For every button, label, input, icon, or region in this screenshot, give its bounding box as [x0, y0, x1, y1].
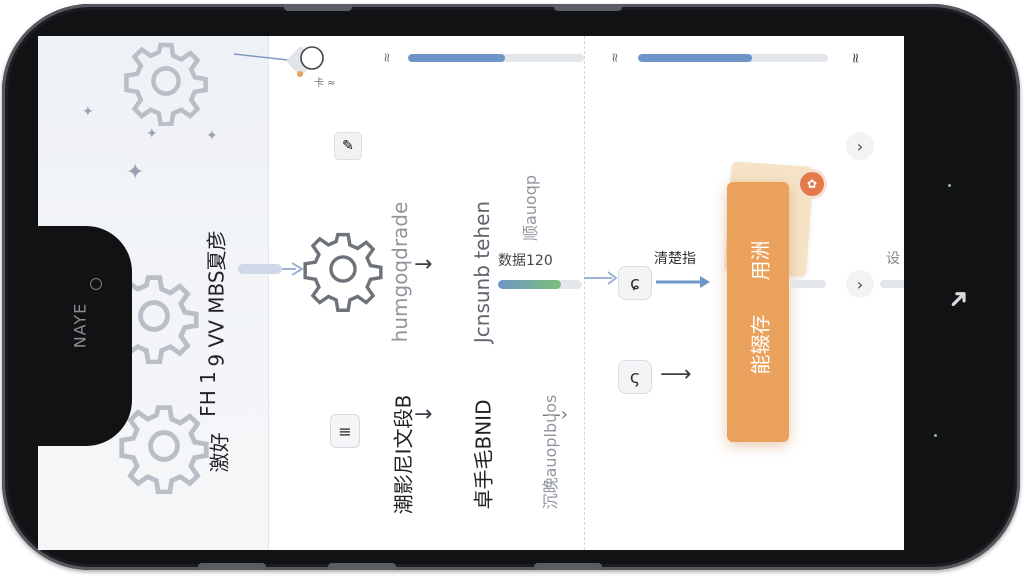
mid-progress: [498, 280, 582, 289]
phone-frame: ✦ ✦ ✦ ✦ 9 VV MBS夏彦 FH 1 激好 NAYE: [2, 4, 1020, 570]
col-b-data-label: 数据120: [498, 253, 553, 269]
col-d-top-label: 清楚指: [654, 251, 696, 267]
power-button-top: [554, 4, 622, 11]
flow-arrow: [656, 276, 710, 288]
flow-arrow: [233, 53, 289, 61]
top-progress-2: [638, 54, 828, 62]
badge-icon: ✿: [800, 172, 824, 196]
side-button-bottom-1: [198, 563, 266, 570]
sensor-dot: [948, 184, 951, 187]
sparkle-icon: ✦: [126, 160, 145, 185]
phone-screen: ✦ ✦ ✦ ✦ 9 VV MBS夏彦 FH 1 激好 NAYE: [38, 36, 904, 550]
node-caption: 卡 ≈: [314, 78, 336, 89]
col-c-title: 顺auoqp: [521, 174, 540, 242]
tag-icon[interactable]: ✎: [334, 132, 362, 160]
column-divider: [584, 36, 585, 550]
arrow-right-icon: →: [414, 252, 433, 277]
flow-arrow: [584, 271, 618, 285]
sparkle-icon: ✦: [146, 126, 158, 142]
gear-icon: [124, 42, 208, 126]
arrow-right-icon: ⟶: [660, 362, 692, 387]
flow-arrow: [238, 262, 304, 276]
gear-icon: [119, 405, 209, 494]
dashed-arrow-icon: - -›: [542, 404, 568, 425]
col-b-bottom-label: 卓手毛BNID: [471, 399, 496, 510]
top-mark-1: ≈: [379, 52, 395, 63]
left-label-1: 9 VV MBS夏彦: [204, 230, 229, 367]
left-label-3: 激好: [207, 432, 232, 473]
camera-icon: [90, 278, 102, 290]
camera-notch: [38, 226, 132, 446]
volume-button-top: [284, 4, 352, 11]
col-b-title: Jcnsunb tehen: [470, 200, 494, 344]
left-label-2: FH 1: [196, 371, 220, 417]
right-edge-label: 设: [886, 251, 900, 267]
chevron-right-icon[interactable]: ›: [846, 270, 874, 298]
top-mark-3: ≈: [847, 52, 864, 64]
node-icon: [286, 46, 324, 77]
right-progress: [790, 280, 826, 288]
s-button-2[interactable]: ς: [618, 360, 652, 394]
sensor-dot: [934, 434, 937, 437]
s-button-1[interactable]: ɕ: [618, 266, 652, 300]
document-button[interactable]: ≡: [330, 414, 360, 448]
side-button-bottom-3: [534, 563, 602, 570]
col-a-title: humgoqdrade: [388, 201, 412, 343]
right-progress-edge: [880, 280, 904, 288]
brand-label: NAYE: [70, 302, 90, 349]
sparkle-icon: ✦: [82, 104, 94, 120]
chevron-right-icon[interactable]: ›: [846, 132, 874, 160]
cursor-icon: ➜: [940, 280, 978, 318]
card-line-2: 能辍存: [748, 314, 773, 375]
side-button-bottom-2: [328, 563, 396, 570]
top-mark-2: ≈: [607, 52, 623, 63]
gear-icon[interactable]: [300, 226, 386, 312]
col-c-bottom-label: 沉晚auoplbuos: [541, 394, 560, 510]
arrow-right-icon: →: [414, 402, 433, 427]
col-a-bottom-label: 潮影尼I文段B: [391, 394, 416, 515]
top-progress-1: [408, 54, 584, 62]
sparkle-icon: ✦: [206, 128, 218, 144]
orange-action-card[interactable]: 用洲 能辍存: [727, 182, 789, 442]
